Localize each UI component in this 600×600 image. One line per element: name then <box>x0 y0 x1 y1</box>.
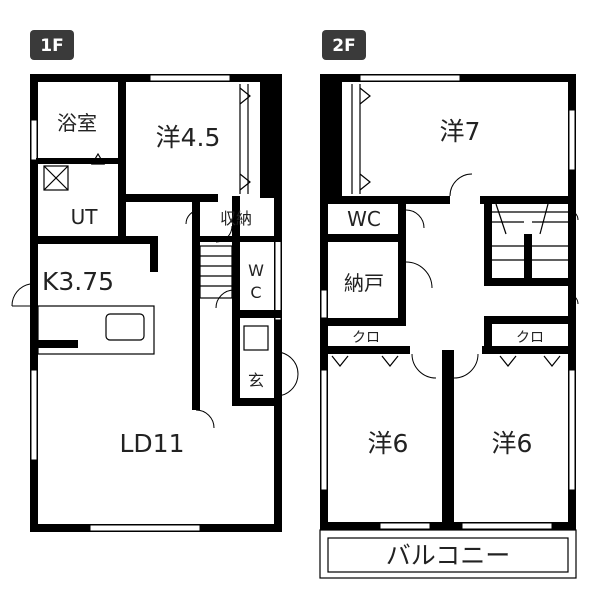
room-label-wc: WC <box>347 207 381 231</box>
room-label-toilet-c: C <box>250 283 261 302</box>
second-floor-plan: 2F <box>319 30 579 579</box>
room-label-bath: 浴室 <box>57 111 97 135</box>
room-label-closet-left: クロ <box>352 330 380 346</box>
room-label-toilet-w: W <box>248 261 264 280</box>
room-label-living: LD11 <box>120 429 185 458</box>
room-label-entrance: 玄 <box>248 371 264 390</box>
room-label-storage: 収納 <box>220 209 252 228</box>
room-label-balcony: バルコニー <box>386 541 511 570</box>
room-label-western-4-5: 洋4.5 <box>156 123 221 152</box>
floor-tag-2f: 2F <box>322 30 366 60</box>
room-label-nando: 納戸 <box>344 271 384 295</box>
room-label-kitchen: K3.75 <box>42 267 114 296</box>
floor-tag-1f: 1F <box>30 30 74 60</box>
room-label-closet-right: クロ <box>516 330 544 346</box>
room-label-western-7: 洋7 <box>440 117 481 146</box>
room-label-utility: UT <box>71 205 99 229</box>
room-label-western-6-left: 洋6 <box>368 429 409 458</box>
first-floor-plan: 1F <box>11 30 299 532</box>
room-label-western-6-right: 洋6 <box>492 429 533 458</box>
floor-tag-1f-label: 1F <box>40 36 63 56</box>
floor-tag-2f-label: 2F <box>332 36 355 56</box>
